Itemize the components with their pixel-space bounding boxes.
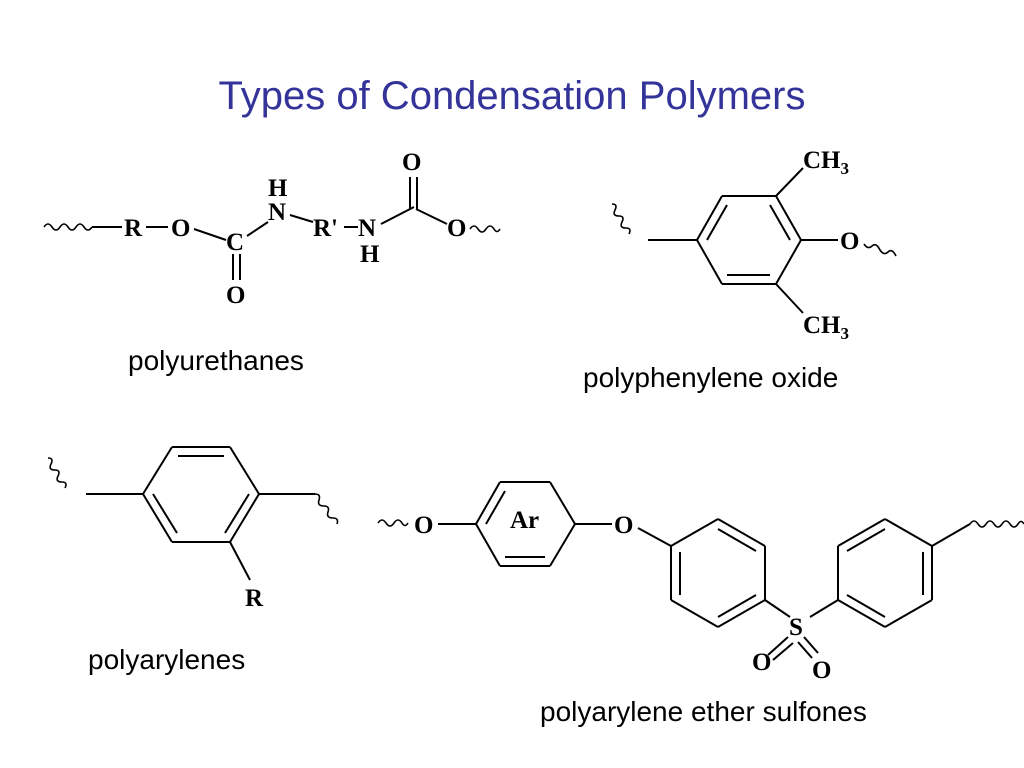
atom-c-carbonyl: C	[226, 229, 244, 256]
atom-ch3-bottom: CH3	[803, 312, 849, 343]
atom-h-bottom: H	[360, 241, 380, 268]
polyurethane-structure: R O C O H N R' N H O O	[43, 149, 501, 309]
caption-polyurethanes: polyurethanes	[128, 345, 304, 376]
atom-s: S	[789, 614, 803, 641]
atom-o-ester-2: O	[447, 215, 466, 242]
atom-n1: N	[268, 199, 286, 226]
atom-o-sulfone-left: O	[752, 649, 771, 676]
atom-o-ester: O	[171, 215, 190, 242]
atom-o-left: O	[414, 512, 433, 539]
atom-o-carbonyl-2: O	[402, 149, 421, 176]
atom-r: R	[124, 215, 143, 242]
atom-ar: Ar	[510, 507, 539, 534]
polyarylene-ether-sulfone-structure: O Ar O S O O	[377, 481, 1024, 684]
atom-o-ether: O	[840, 228, 859, 255]
caption-polyarylene-ether-sulfones: polyarylene ether sulfones	[540, 696, 867, 727]
caption-polyphenylene-oxide: polyphenylene oxide	[583, 362, 839, 393]
atom-n2: N	[358, 215, 376, 242]
atom-h-top: H	[268, 175, 288, 202]
caption-polyarylenes: polyarylenes	[88, 644, 246, 675]
atom-o-sulfone-right: O	[812, 657, 831, 684]
atom-o-right: O	[614, 512, 633, 539]
atom-o-carbonyl: O	[226, 282, 245, 309]
polyarylene-structure: R	[47, 446, 339, 612]
slide-title: Types of Condensation Polymers	[218, 74, 806, 118]
polyphenylene-oxide-structure: CH3 O CH3	[611, 147, 897, 343]
atom-r-substituent: R	[245, 585, 264, 612]
atom-ch3-top: CH3	[803, 147, 849, 178]
atom-r-prime: R'	[313, 215, 338, 242]
